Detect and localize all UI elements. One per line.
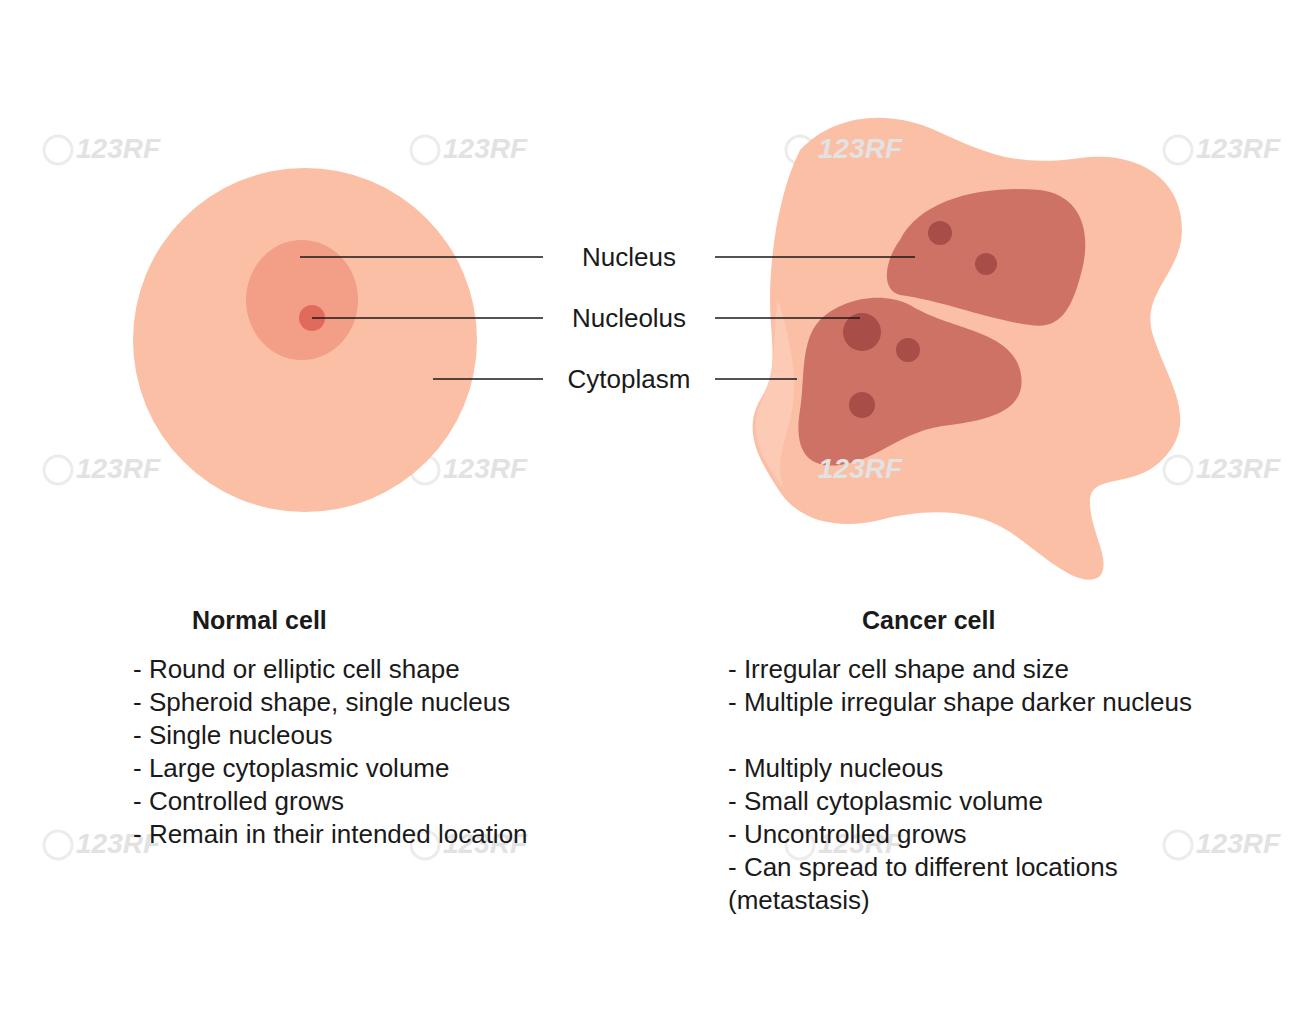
- watermark: 123RF: [1196, 827, 1280, 860]
- normal-cell: [133, 168, 477, 512]
- cell-heading: Cancer cell: [862, 604, 995, 637]
- watermark: 123RF: [443, 132, 527, 165]
- part-label: Nucleus: [549, 241, 709, 274]
- feature-item: - Can spread to different locations (met…: [728, 851, 1198, 917]
- feature-item: - Large cytoplasmic volume: [133, 752, 449, 785]
- watermark: 123RF: [1196, 132, 1280, 165]
- feature-item: - Small cytoplasmic volume: [728, 785, 1198, 818]
- feature-item: - Uncontrolled grows: [728, 818, 1198, 851]
- feature-item: - Spheroid shape, single nucleus: [133, 686, 510, 719]
- watermark: 123RF: [818, 132, 902, 165]
- watermark: 123RF: [1196, 452, 1280, 485]
- part-label: Cytoplasm: [549, 363, 709, 396]
- feature-item: - Irregular cell shape and size: [728, 653, 1198, 686]
- feature-item: - Multiply nucleous: [728, 752, 1198, 785]
- watermark: 123RF: [76, 132, 160, 165]
- feature-item: - Remain in their intended location: [133, 818, 528, 851]
- watermark: 123RF: [818, 452, 902, 485]
- feature-item: - Single nucleous: [133, 719, 332, 752]
- watermark: 123RF: [76, 452, 160, 485]
- feature-item: - Round or elliptic cell shape: [133, 653, 460, 686]
- cancer-cell: [753, 118, 1182, 580]
- watermark: 123RF: [443, 452, 527, 485]
- feature-item: - Multiple irregular shape darker nucleu…: [728, 686, 1198, 719]
- part-label: Nucleolus: [549, 302, 709, 335]
- cell-heading: Normal cell: [192, 604, 327, 637]
- leader-lines: [300, 257, 915, 379]
- feature-item: - Controlled grows: [133, 785, 344, 818]
